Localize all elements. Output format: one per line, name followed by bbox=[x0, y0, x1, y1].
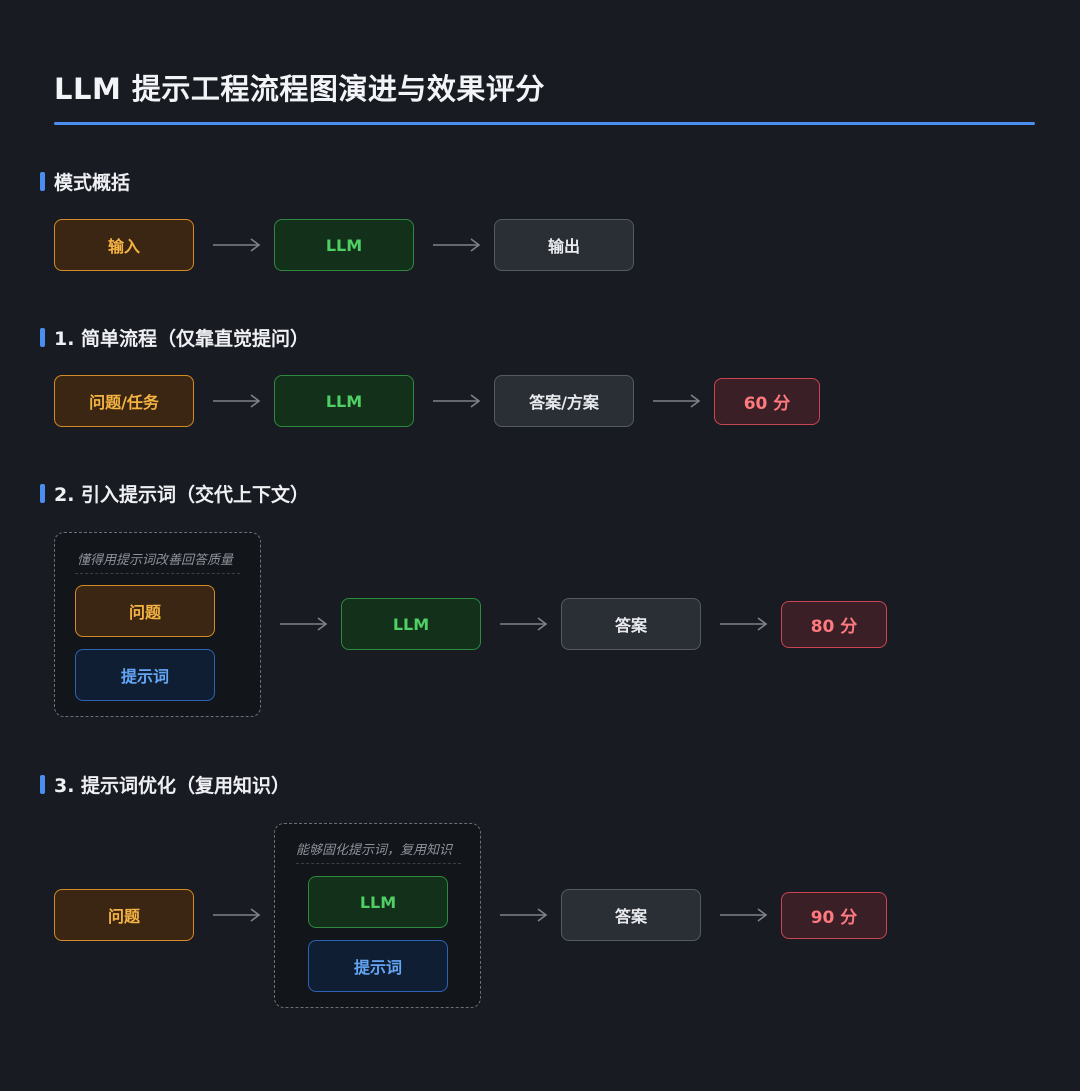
arrow-right-icon bbox=[500, 908, 548, 922]
group-note: 懂得用提示词改善回答质量 bbox=[77, 553, 234, 568]
node-question-task: 问题/任务 bbox=[54, 375, 194, 427]
section-marker bbox=[40, 172, 45, 191]
node-question: 问题 bbox=[75, 585, 215, 637]
section-marker bbox=[40, 484, 45, 503]
arrow-right-icon bbox=[433, 394, 481, 408]
section-marker bbox=[40, 328, 45, 347]
section-heading-prompt-intro: 2. 引入提示词（交代上下文） bbox=[40, 480, 309, 507]
section-heading-prompt-optimization: 3. 提示词优化（复用知识） bbox=[40, 771, 290, 798]
group-divider bbox=[75, 573, 240, 574]
title-underline bbox=[54, 122, 1035, 125]
arrow-right-icon bbox=[213, 394, 261, 408]
page-title: LLM 提示工程流程图演进与效果评分 bbox=[54, 72, 545, 106]
section-heading-text: 模式概括 bbox=[54, 172, 131, 194]
node-input: 输入 bbox=[54, 219, 194, 271]
arrow-right-icon bbox=[653, 394, 701, 408]
section-marker bbox=[40, 775, 45, 794]
node-answer: 答案 bbox=[561, 598, 701, 650]
section-heading-text: 2. 引入提示词（交代上下文） bbox=[54, 484, 310, 506]
node-answer-solution: 答案/方案 bbox=[494, 375, 634, 427]
score-badge: 80 分 bbox=[781, 601, 887, 648]
node-output: 输出 bbox=[494, 219, 634, 271]
node-answer: 答案 bbox=[561, 889, 701, 941]
arrow-right-icon bbox=[500, 617, 548, 631]
arrow-right-icon bbox=[720, 617, 768, 631]
score-badge: 60 分 bbox=[714, 378, 820, 425]
arrow-right-icon bbox=[213, 908, 261, 922]
section-heading-text: 1. 简单流程（仅靠直觉提问） bbox=[54, 328, 310, 350]
group-divider bbox=[296, 863, 461, 864]
section-heading-overview: 模式概括 bbox=[40, 168, 130, 195]
node-question: 问题 bbox=[54, 889, 194, 941]
group-note: 能够固化提示词，复用知识 bbox=[296, 843, 453, 858]
arrow-right-icon bbox=[433, 238, 481, 252]
arrow-right-icon bbox=[720, 908, 768, 922]
section-heading-text: 3. 提示词优化（复用知识） bbox=[54, 775, 291, 797]
section-heading-simple-flow: 1. 简单流程（仅靠直觉提问） bbox=[40, 324, 309, 351]
node-llm: LLM bbox=[274, 219, 414, 271]
node-llm: LLM bbox=[308, 876, 448, 928]
node-prompt: 提示词 bbox=[308, 940, 448, 992]
arrow-right-icon bbox=[280, 617, 328, 631]
node-llm: LLM bbox=[341, 598, 481, 650]
score-badge: 90 分 bbox=[781, 892, 887, 939]
node-prompt: 提示词 bbox=[75, 649, 215, 701]
arrow-right-icon bbox=[213, 238, 261, 252]
node-llm: LLM bbox=[274, 375, 414, 427]
